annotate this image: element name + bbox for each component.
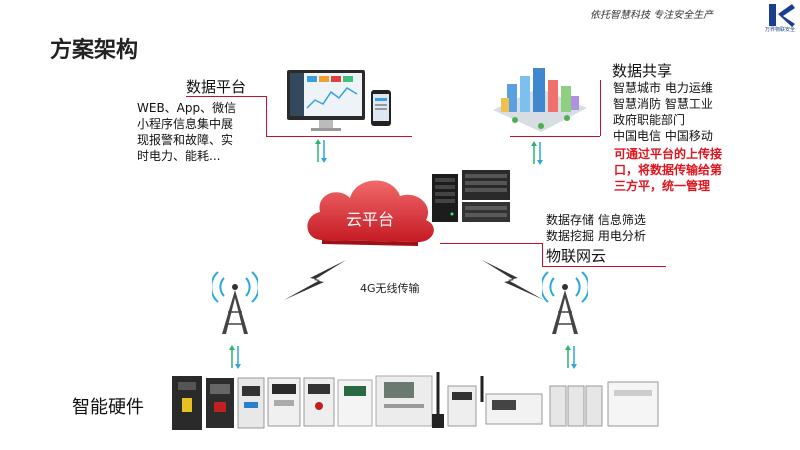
wireless-bolt-icon <box>280 258 350 302</box>
data-sharing-line: 智慧城市 电力运维 <box>613 81 713 95</box>
data-sharing-highlight-line: 口，将数据传输给第 <box>614 163 723 177</box>
data-platform-line: 现报警和故障、实 <box>137 133 234 147</box>
sync-arrows-icon <box>564 344 578 370</box>
logo-text: 万界物联安全 <box>764 27 795 33</box>
data-sharing-baseline <box>510 136 600 137</box>
data-sharing-vline <box>600 80 601 136</box>
iot-cloud-line: 数据存储 信息筛选 <box>546 213 646 227</box>
data-platform-desc: WEB、App、微信 小程序信息集中展 现报警和故障、实 时电力、能耗... <box>137 100 236 164</box>
signal-tower-icon <box>540 264 590 336</box>
data-sharing-highlight-line: 三方平，统一管理 <box>614 179 711 193</box>
sync-arrows-icon <box>530 140 544 166</box>
iot-cloud-title: 物联网云 <box>546 247 607 265</box>
iot-cloud-underline <box>542 266 666 267</box>
cloud-platform-label: 云平台 <box>346 210 395 229</box>
page-title: 方案架构 <box>50 38 139 63</box>
company-logo <box>766 2 796 32</box>
data-sharing-line: 智慧消防 智慧工业 <box>613 97 713 111</box>
monitor-illustration <box>285 68 397 136</box>
iot-cloud-line: 数据挖掘 用电分析 <box>546 229 646 243</box>
iot-cloud-vline <box>542 243 543 267</box>
data-platform-line: 时电力、能耗... <box>137 149 221 163</box>
signal-tower-icon <box>210 264 260 336</box>
sync-arrows-icon <box>228 344 242 370</box>
data-sharing-desc: 智慧城市 电力运维 智慧消防 智慧工业 政府职能部门 中国电信 中国移动 <box>613 80 713 144</box>
server-rack-icon <box>430 168 512 224</box>
iot-cloud-desc: 数据存储 信息筛选 数据挖掘 用电分析 <box>546 212 646 244</box>
data-sharing-highlight-line: 可通过平台的上传接 <box>614 147 723 161</box>
data-sharing-title: 数据共享 <box>612 62 673 80</box>
data-sharing-highlight: 可通过平台的上传接 口，将数据传输给第 三方平，统一管理 <box>614 146 722 194</box>
data-platform-line: 小程序信息集中展 <box>137 117 234 131</box>
wireless-bolt-icon <box>478 258 548 302</box>
iot-cloud-connector <box>440 243 542 244</box>
data-sharing-line: 中国电信 中国移动 <box>613 129 713 143</box>
smart-city-illustration <box>487 62 592 137</box>
data-sharing-line: 政府职能部门 <box>613 113 686 127</box>
hardware-devices <box>170 372 660 432</box>
hardware-label: 智能硬件 <box>72 397 144 418</box>
data-platform-line: WEB、App、微信 <box>137 101 237 115</box>
data-platform-title: 数据平台 <box>186 78 247 96</box>
sync-arrows-icon <box>314 138 328 164</box>
wireless-label: 4G无线传输 <box>360 282 420 295</box>
data-platform-vline <box>266 96 267 136</box>
cloud-icon <box>300 170 440 248</box>
data-platform-baseline <box>266 136 412 137</box>
header-slogan: 依托智慧科技 专注安全生产 <box>590 10 714 21</box>
data-platform-underline <box>186 96 266 97</box>
